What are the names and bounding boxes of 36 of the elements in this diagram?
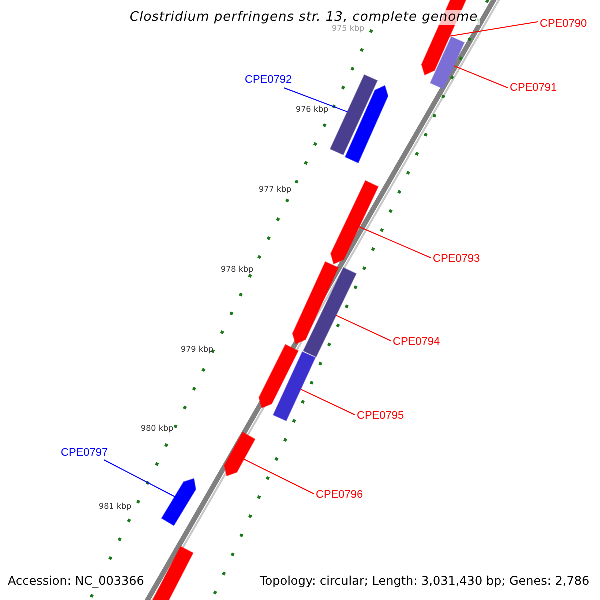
leader-line — [358, 226, 432, 258]
scale-label: 979 kbp — [181, 346, 214, 354]
scale-label: 975 kbp — [332, 25, 365, 33]
scale-label: 980 kbp — [141, 425, 174, 433]
leader-line — [336, 315, 392, 342]
gene-block — [330, 180, 379, 265]
gene-label: CPE0795 — [357, 411, 404, 422]
gene-block — [258, 344, 299, 409]
gene-block — [224, 432, 256, 477]
gene-block — [303, 267, 357, 358]
gene-block — [152, 546, 194, 600]
diagram-title: Clostridium perfringens str. 13, complete genome — [128, 10, 480, 25]
leader-line — [284, 88, 348, 113]
scale-label: 977 kbp — [259, 186, 292, 194]
gene-label: CPE0792 — [245, 75, 292, 86]
gene-label: CPE0794 — [393, 337, 440, 348]
gene-block — [430, 36, 466, 90]
gene-label: CPE0797 — [61, 448, 108, 459]
scale-label: 978 kbp — [221, 266, 254, 274]
leader-line — [453, 65, 508, 88]
gene-label: CPE0796 — [316, 490, 364, 501]
scale-label: 981 kbp — [99, 503, 132, 511]
gene-label: CPE0791 — [510, 83, 558, 94]
gene-block — [161, 478, 196, 526]
genome-info-text: Topology: circular; Length: 3,031,430 bp; Genes: 2,786 — [260, 575, 590, 587]
gene-label: CPE0793 — [433, 254, 480, 265]
gene-block — [330, 74, 378, 156]
gene-label: CPE0790 — [540, 19, 588, 30]
leader-line — [449, 22, 538, 37]
gene-block — [344, 85, 389, 164]
scale-label: 976 kbp — [296, 106, 329, 114]
gene-block — [292, 261, 340, 345]
leader-line — [104, 460, 176, 498]
leader-line — [244, 458, 314, 494]
gene-block — [272, 351, 316, 422]
leader-line — [300, 388, 356, 416]
